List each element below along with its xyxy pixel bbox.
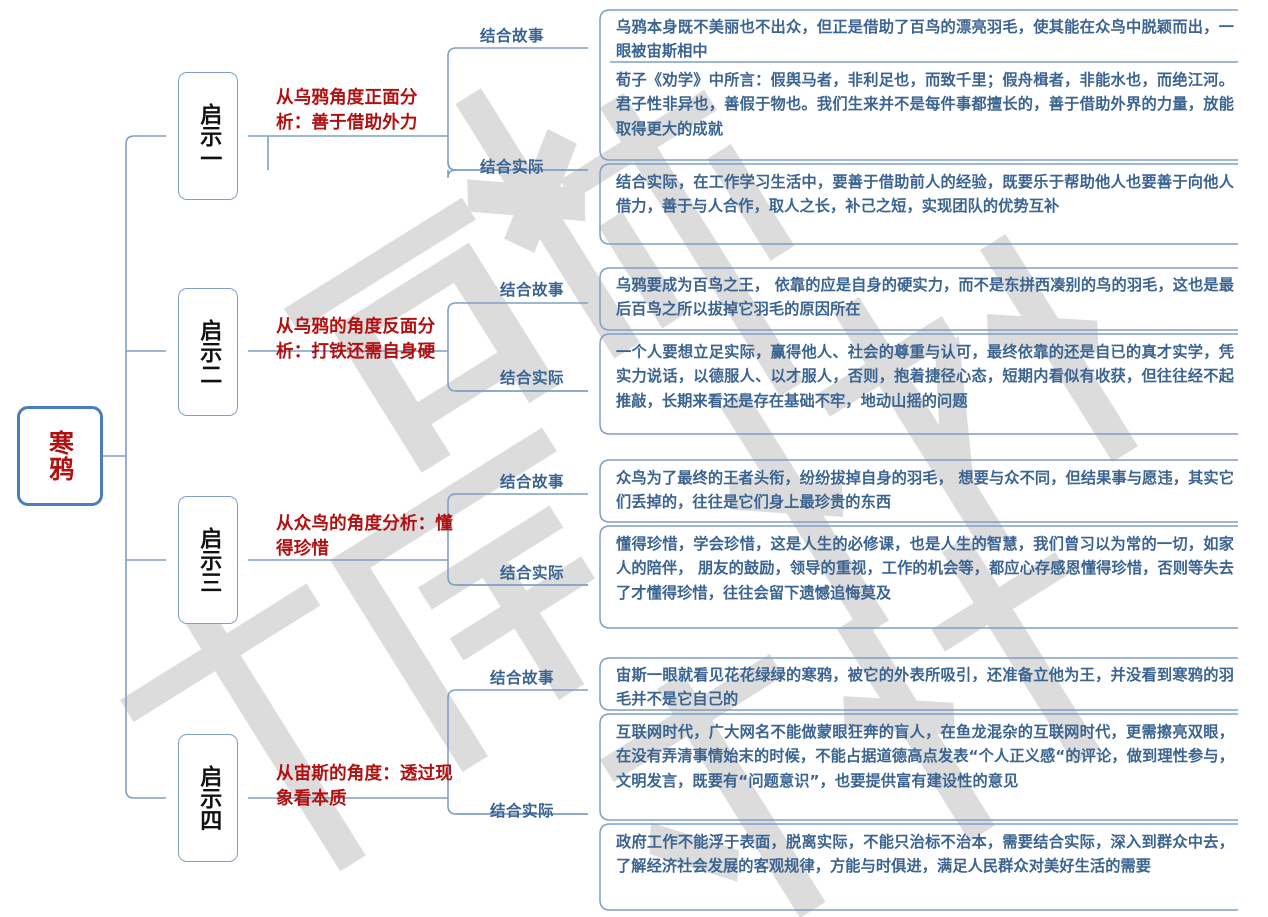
caption-practice-3[interactable]: 结合实际 xyxy=(500,564,565,582)
caption-practice-1[interactable]: 结合实际 xyxy=(480,158,545,176)
caption-story-4[interactable]: 结合故事 xyxy=(490,669,555,687)
branch-node-3[interactable]: 启示三 xyxy=(178,496,238,624)
leaf-paragraph[interactable]: 乌鸦本身既不美丽也不出众，但正是借助了百鸟的漂亮羽毛，使其能在众鸟中脱颖而出，一… xyxy=(616,18,1234,61)
branch-node-2-label: 启示二 xyxy=(196,319,222,385)
branch-node-3-label: 启示三 xyxy=(196,527,222,593)
leaf-paragraph[interactable]: 结合实际，在工作学习生活中，要善于借助前人的经验，既要乐于帮助他人也要善于向他人… xyxy=(616,173,1234,216)
branch-node-4-label: 启示四 xyxy=(196,765,222,831)
branch-node-1[interactable]: 启示一 xyxy=(178,72,238,200)
leaf-paragraph[interactable]: 乌鸦要成为百鸟之王， 依靠的应是自身的硬实力，而不是东拼西凑别的鸟的羽毛，这也是… xyxy=(616,276,1234,319)
branch-node-4[interactable]: 启示四 xyxy=(178,734,238,862)
root-label: 寒鸦 xyxy=(45,430,75,482)
caption-practice-4[interactable]: 结合实际 xyxy=(490,802,555,820)
leaf-paragraph[interactable]: 懂得珍惜，学会珍惜，这是人生的必修课，也是人生的智慧，我们曾习以为常的一切，如家… xyxy=(616,535,1234,602)
branch-topic-2[interactable]: 从乌鸦的角度反面分析：打铁还需自身硬 xyxy=(276,317,436,362)
caption-practice-2[interactable]: 结合实际 xyxy=(500,369,565,387)
leaf-paragraph[interactable]: 互联网时代，广大网名不能做蒙眼狂奔的盲人，在鱼龙混杂的互联网时代，更需擦亮双眼，… xyxy=(616,723,1234,790)
leaf-paragraph[interactable]: 宙斯一眼就看见花花绿绿的寒鸦，被它的外表所吸引，还准备立他为王，并没看到寒鸦的羽… xyxy=(616,666,1234,709)
caption-story-2[interactable]: 结合故事 xyxy=(500,281,565,299)
root-node[interactable]: 寒鸦 xyxy=(17,406,103,506)
caption-story-3[interactable]: 结合故事 xyxy=(500,473,565,491)
branch-topic-1[interactable]: 从乌鸦角度正面分析：善于借助外力 xyxy=(276,88,418,133)
branch-node-1-label: 启示一 xyxy=(196,103,222,169)
leaf-paragraph[interactable]: 政府工作不能浮于表面，脱离实际，不能只治标不治本，需要结合实际，深入到群众中去，… xyxy=(616,833,1234,876)
branch-node-2[interactable]: 启示二 xyxy=(178,288,238,416)
leaf-paragraph[interactable]: 一个人要想立足实际，赢得他人、社会的尊重与认可，最终依靠的还是自已的真才实学，凭… xyxy=(616,343,1234,410)
leaf-paragraph[interactable]: 众鸟为了最终的王者头衔，纷纷拔掉自身的羽毛， 想要与众不同，但结果事与愿违，其实… xyxy=(616,469,1234,512)
caption-story-1[interactable]: 结合故事 xyxy=(480,27,545,45)
branch-topic-4[interactable]: 从宙斯的角度：透过现象看本质 xyxy=(276,764,453,809)
branch-topic-3[interactable]: 从众鸟的角度分析：懂得珍惜 xyxy=(276,514,453,559)
leaf-paragraph[interactable]: 荀子《劝学》中所言：假舆马者，非利足也，而致千里；假舟楫者，非能水也，而绝江河。… xyxy=(616,71,1234,138)
